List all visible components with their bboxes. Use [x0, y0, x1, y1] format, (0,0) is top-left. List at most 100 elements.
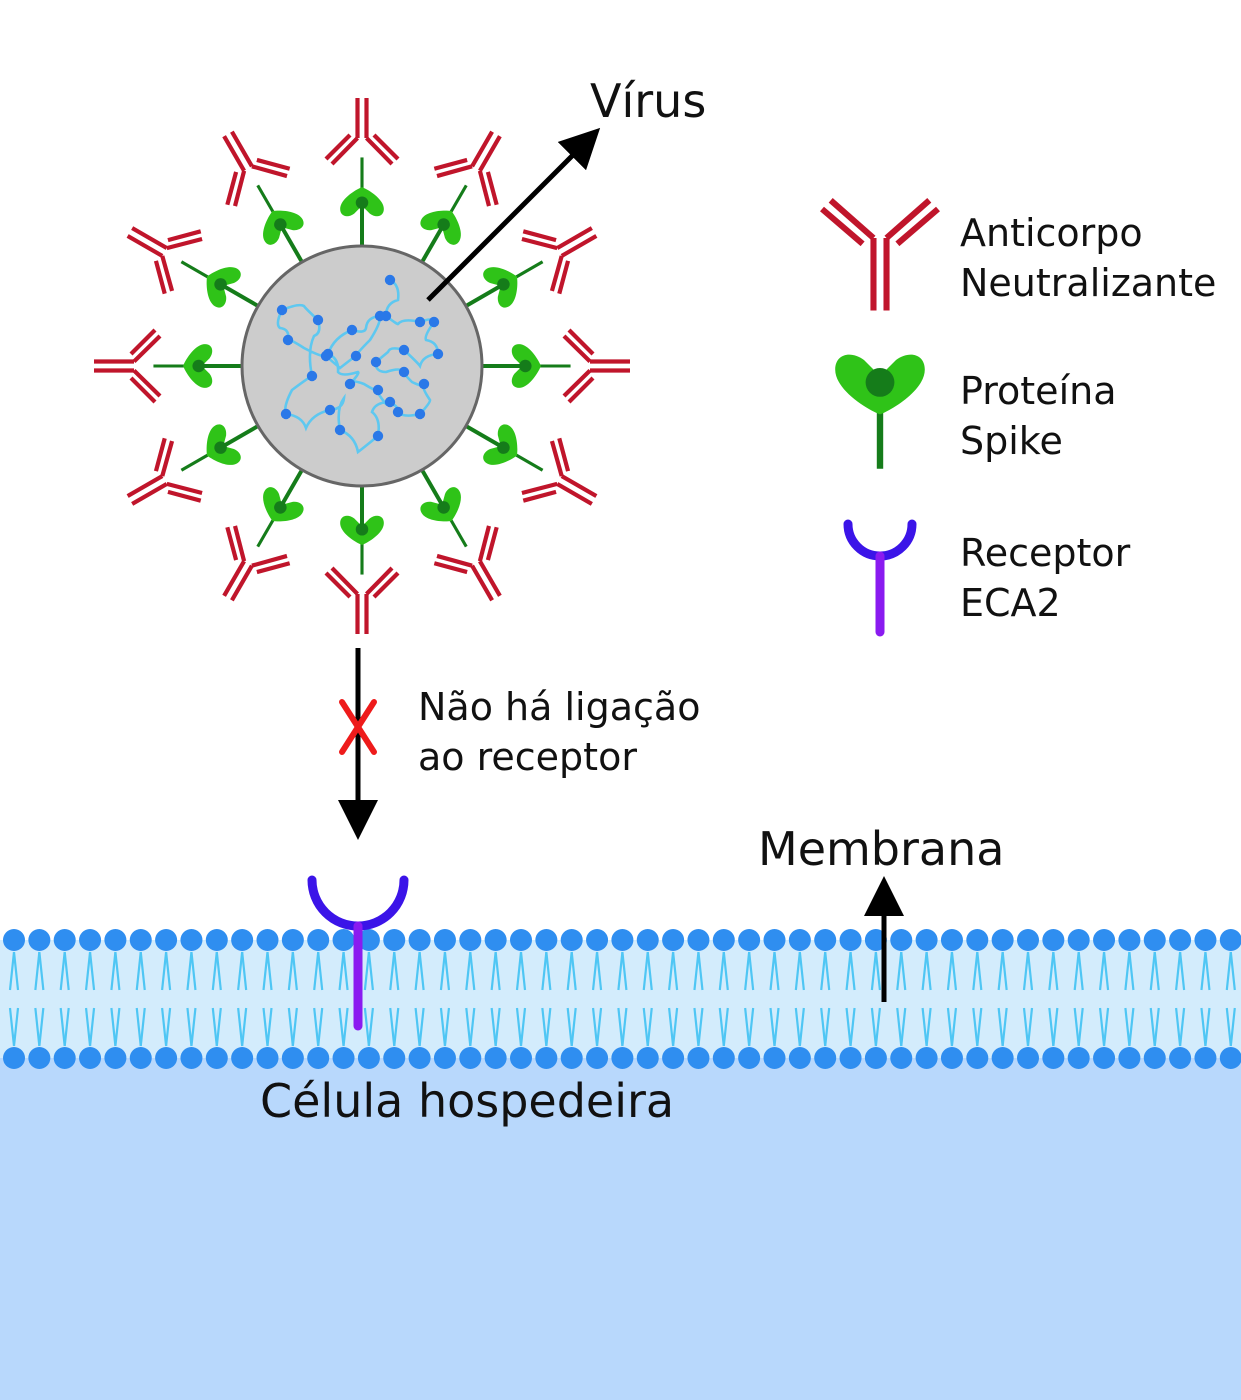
spike-protein [180, 424, 241, 472]
spike-protein [256, 184, 304, 245]
lipid-head [712, 1047, 735, 1069]
lipid-head [1093, 1047, 1116, 1069]
lipid-head [1194, 929, 1217, 951]
cytoplasm [0, 1058, 1241, 1400]
spike-proteins [153, 157, 571, 575]
lipid-head [1143, 929, 1166, 951]
spike-protein [256, 487, 304, 548]
lipid-head [28, 929, 51, 951]
lipid-head [788, 1047, 811, 1069]
rna-node [370, 356, 382, 368]
spike-protein [420, 184, 468, 245]
no-binding-line-1: Não há ligação [418, 685, 701, 729]
lipid-head [129, 929, 152, 951]
rna-node [276, 304, 288, 316]
lipid-head [205, 929, 228, 951]
lipid-head [459, 1047, 482, 1069]
rna-node [384, 274, 396, 286]
rna-node [414, 316, 426, 328]
neutralizing-antibody [222, 130, 291, 207]
legend-spike-line-2: Spike [960, 419, 1063, 463]
lipid-head [560, 929, 583, 951]
lipid-head [890, 1047, 913, 1069]
antibody-icon [820, 198, 940, 311]
lipid-head [180, 1047, 203, 1069]
lipid-head [586, 1047, 609, 1069]
rna-node [320, 350, 332, 362]
lipid-head [636, 1047, 659, 1069]
rna-node [282, 334, 294, 346]
rna-node [306, 370, 318, 382]
rna-node [350, 350, 362, 362]
spike-protein [340, 515, 384, 575]
lipid-head [788, 929, 811, 951]
lipid-head [408, 1047, 431, 1069]
rna-node [280, 408, 292, 420]
lipid-head [155, 929, 178, 951]
legend-antibody-line-2: Neutralizante [960, 261, 1217, 305]
neutralizing-antibody [521, 437, 598, 506]
rna-node [372, 430, 384, 442]
neutralizing-antibody [433, 525, 502, 602]
lipid-head [915, 929, 938, 951]
lipid-head [839, 1047, 862, 1069]
virus-label: Vírus [590, 74, 707, 128]
lipid-head [383, 1047, 406, 1069]
lipid-head [104, 1047, 127, 1069]
lipid-head [535, 1047, 558, 1069]
rna-node [384, 396, 396, 408]
lipid-head [560, 1047, 583, 1069]
lipid-head [256, 929, 279, 951]
blocked-x-mark [339, 699, 377, 755]
lipid-head [1017, 929, 1039, 951]
lipid-head [484, 1047, 507, 1069]
lipid-head [763, 929, 786, 951]
lipid-head [357, 929, 380, 951]
legend-spike-label: Proteína Spike [960, 366, 1117, 466]
no-binding-line-2: ao receptor [418, 735, 637, 779]
legend-receptor-line-1: Receptor [960, 531, 1131, 575]
lipid-head [1067, 1047, 1090, 1069]
spike-protein [483, 260, 544, 308]
rna-node [392, 406, 404, 418]
lipid-head [104, 929, 127, 951]
lipid-head [814, 1047, 837, 1069]
rna-node [374, 310, 386, 322]
lipid-head [864, 1047, 887, 1069]
lipid-head [28, 1047, 51, 1069]
lipid-head [1219, 929, 1241, 951]
rna-node [324, 404, 336, 416]
lipid-head [1143, 1047, 1166, 1069]
lipid-head [1017, 1047, 1039, 1069]
lipid-head [155, 1047, 178, 1069]
legend-antibody-line-1: Anticorpo [960, 211, 1143, 255]
legend-receptor-line-2: ECA2 [960, 581, 1061, 625]
neutralizing-antibody [94, 328, 162, 404]
legend-spike-line-1: Proteína [960, 369, 1117, 413]
lipid-head [966, 1047, 989, 1069]
lipid-head [611, 1047, 634, 1069]
lipid-head [915, 1047, 938, 1069]
lipid-head [586, 929, 609, 951]
lipid-head [459, 929, 482, 951]
spike-protein [153, 344, 213, 388]
neutralizing-antibody [433, 130, 502, 207]
neutralizing-antibodies [94, 98, 630, 634]
lipid-head [991, 929, 1014, 951]
lipid-head [763, 1047, 786, 1069]
cell-membrane [0, 875, 1241, 1069]
lipid-head [205, 1047, 228, 1069]
legend-receptor-label: Receptor ECA2 [960, 528, 1130, 628]
lipid-head [1169, 1047, 1192, 1069]
lipid-head [510, 929, 532, 951]
host-cell-interior [0, 1058, 1241, 1400]
lipid-head [79, 929, 102, 951]
lipid-head [1118, 929, 1141, 951]
spike-protein [340, 157, 384, 217]
neutralizing-antibody [324, 98, 400, 166]
lipid-head [307, 1047, 330, 1069]
lipid-head [712, 929, 735, 951]
spike-protein [483, 424, 544, 472]
lipid-head [1194, 1047, 1217, 1069]
arrows [338, 127, 904, 1002]
